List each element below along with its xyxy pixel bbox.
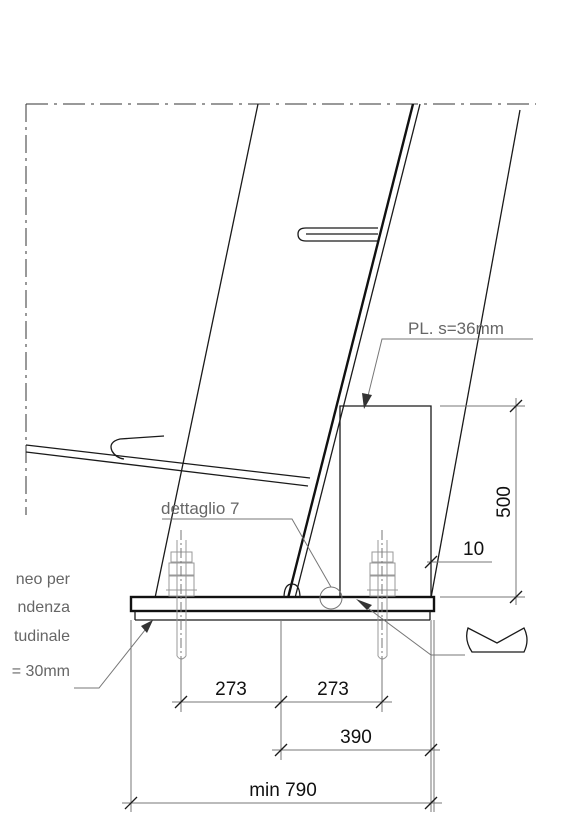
detail-label: dettaglio 7 bbox=[161, 499, 239, 518]
outer-reference-line bbox=[430, 109, 521, 599]
weld-symbol bbox=[466, 627, 528, 653]
flange-line-inner bbox=[294, 103, 421, 599]
dim-273-right-text: 273 bbox=[317, 679, 349, 700]
brace-bottom-edge bbox=[25, 451, 309, 487]
dimension-10 bbox=[424, 555, 492, 569]
plate-leader-arrow bbox=[362, 393, 372, 409]
weld-leader-arrow bbox=[356, 599, 372, 610]
dimension-500 bbox=[440, 398, 525, 605]
brace-top-edge bbox=[25, 444, 311, 479]
member-left-edge bbox=[154, 103, 259, 599]
note-line-1: neo per bbox=[16, 571, 71, 588]
flange-base-curl bbox=[283, 583, 301, 599]
brace-end-hook bbox=[110, 435, 165, 460]
anchor-bolt-right bbox=[367, 530, 398, 664]
flange-line-outer bbox=[286, 103, 415, 599]
dimension-790 bbox=[122, 796, 442, 810]
dimension-390 bbox=[272, 743, 440, 757]
dim-10-text: 10 bbox=[463, 539, 484, 560]
dim-273-left-text: 273 bbox=[215, 679, 247, 700]
dim-390-text: 390 bbox=[340, 727, 372, 748]
anchor-bolt-left bbox=[166, 530, 197, 664]
note-line-2: ndenza bbox=[18, 599, 71, 616]
plate-leader bbox=[365, 338, 533, 405]
plate-label: PL. s=36mm bbox=[408, 319, 504, 338]
dim-790-text: min 790 bbox=[249, 780, 317, 801]
detail-leader bbox=[162, 518, 332, 588]
note-line-3: tudinale bbox=[14, 628, 70, 645]
vertical-plate bbox=[339, 405, 432, 598]
note-line-4: = 30mm bbox=[12, 663, 70, 680]
dim-500-text: 500 bbox=[494, 486, 515, 518]
note-leader-arrow bbox=[141, 620, 153, 633]
base-plate bbox=[129, 595, 436, 613]
dimension-273-row bbox=[172, 695, 392, 709]
note-leader bbox=[74, 624, 150, 689]
upper-bracket bbox=[297, 227, 378, 242]
